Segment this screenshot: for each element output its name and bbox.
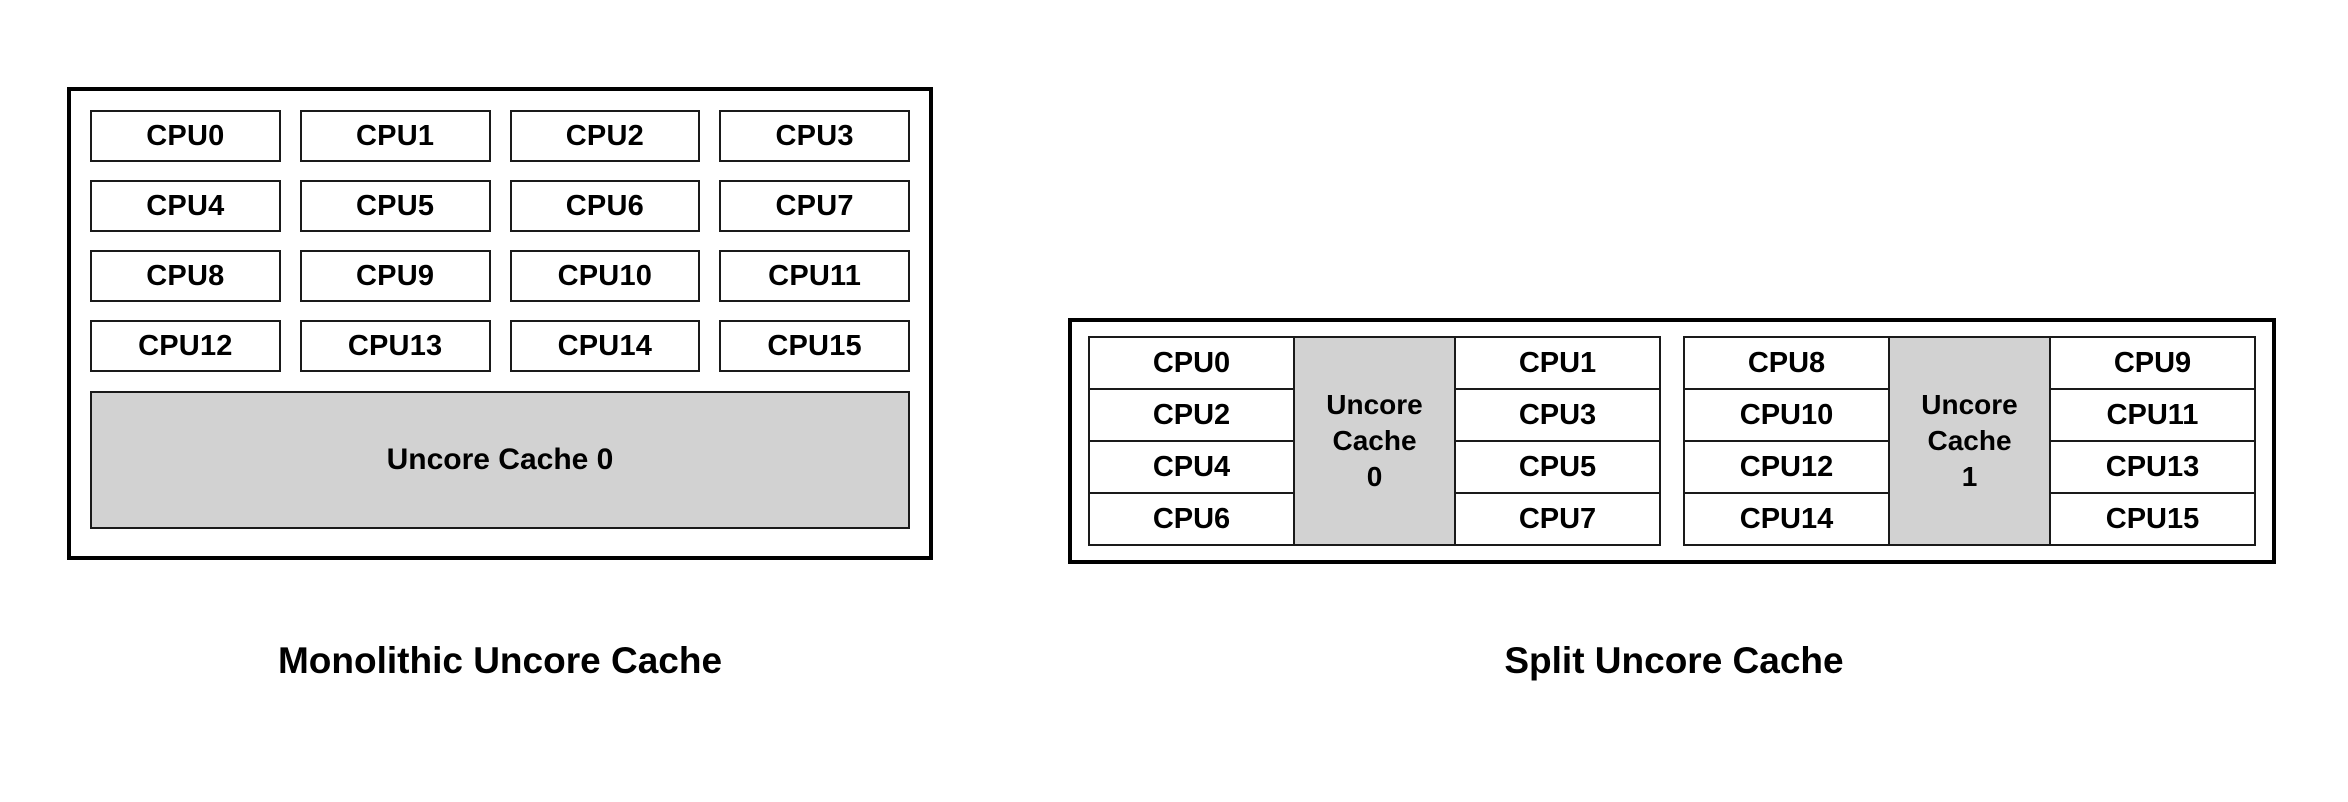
cpu-box: CPU4 [1090, 442, 1293, 494]
uncore-cache-label-line: Uncore [1921, 389, 2018, 421]
cpu-box: CPU8 [1685, 338, 1888, 390]
split-group-left-column: CPU0 CPU2 CPU4 CPU6 [1090, 338, 1293, 544]
cpu-box: CPU3 [719, 110, 910, 162]
uncore-cache-block: Uncore Cache 0 [1293, 338, 1456, 544]
cpu-box: CPU11 [2051, 390, 2254, 442]
monolithic-figure-caption: Monolithic Uncore Cache [277, 640, 723, 681]
split-group: CPU0 CPU2 CPU4 CPU6 Uncore Cache 0 CPU1 … [1088, 336, 1661, 546]
cpu-box: CPU2 [1090, 390, 1293, 442]
cpu-box: CPU9 [2051, 338, 2254, 390]
uncore-cache-index: 0 [1366, 460, 1383, 492]
uncore-cache-block: Uncore Cache 0 [90, 391, 910, 529]
monolithic-uncore-cache-figure: CPU0 CPU1 CPU2 CPU3 CPU4 CPU5 CPU6 CPU7 … [67, 87, 933, 560]
uncore-cache-block: Uncore Cache 1 [1888, 338, 2051, 544]
split-group-right-column: CPU1 CPU3 CPU5 CPU7 [1456, 338, 1659, 544]
uncore-cache-index: 1 [1961, 460, 1978, 492]
cpu-box: CPU7 [719, 180, 910, 232]
monolithic-chip-outline: CPU0 CPU1 CPU2 CPU3 CPU4 CPU5 CPU6 CPU7 … [67, 87, 933, 560]
cpu-box: CPU12 [90, 320, 281, 372]
cpu-box: CPU15 [719, 320, 910, 372]
split-figure-caption: Split Uncore Cache [1504, 640, 1844, 681]
cpu-box: CPU10 [1685, 390, 1888, 442]
uncore-cache-label-line: Uncore [1326, 389, 1423, 421]
cpu-box: CPU13 [2051, 442, 2254, 494]
cpu-box: CPU5 [299, 180, 491, 232]
cpu-box: CPU5 [1456, 442, 1659, 494]
cpu-box: CPU6 [1090, 494, 1293, 544]
cpu-box: CPU1 [299, 110, 491, 162]
cpu-box: CPU2 [509, 110, 701, 162]
split-chip-outline: CPU0 CPU2 CPU4 CPU6 Uncore Cache 0 CPU1 … [1068, 318, 2276, 564]
cpu-box: CPU14 [1685, 494, 1888, 544]
cpu-box: CPU14 [509, 320, 701, 372]
uncore-cache-label-line: Cache [1332, 425, 1417, 457]
cpu-box: CPU15 [2051, 494, 2254, 544]
cpu-box: CPU6 [509, 180, 701, 232]
cpu-box: CPU0 [1090, 338, 1293, 390]
cpu-box: CPU1 [1456, 338, 1659, 390]
split-uncore-cache-figure: CPU0 CPU2 CPU4 CPU6 Uncore Cache 0 CPU1 … [1068, 318, 2276, 564]
cpu-box: CPU11 [719, 250, 910, 302]
cpu-box: CPU8 [90, 250, 281, 302]
split-group-right-column: CPU9 CPU11 CPU13 CPU15 [2051, 338, 2254, 544]
cpu-box: CPU7 [1456, 494, 1659, 544]
split-group-left-column: CPU8 CPU10 CPU12 CPU14 [1685, 338, 1888, 544]
cpu-box: CPU9 [299, 250, 491, 302]
cpu-box: CPU4 [90, 180, 281, 232]
split-group: CPU8 CPU10 CPU12 CPU14 Uncore Cache 1 CP… [1683, 336, 2256, 546]
cpu-box: CPU13 [299, 320, 491, 372]
uncore-cache-label-line: Cache [1927, 425, 2012, 457]
monolithic-cpu-grid: CPU0 CPU1 CPU2 CPU3 CPU4 CPU5 CPU6 CPU7 … [90, 110, 910, 372]
cpu-box: CPU0 [90, 110, 281, 162]
cpu-box: CPU12 [1685, 442, 1888, 494]
cpu-box: CPU10 [509, 250, 701, 302]
cpu-box: CPU3 [1456, 390, 1659, 442]
